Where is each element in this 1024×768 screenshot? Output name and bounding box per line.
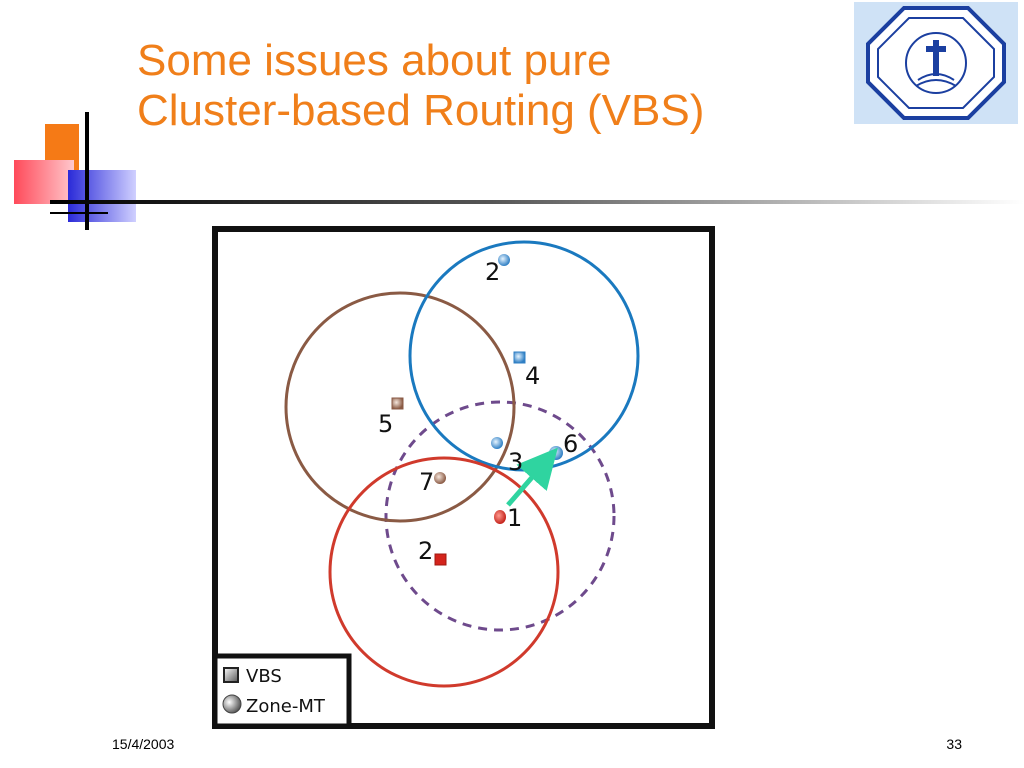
deco-pink-square: [14, 160, 74, 204]
label-node-2-top: 2: [485, 258, 500, 286]
diagram-frame: [212, 226, 715, 729]
label-node-5: 5: [378, 410, 393, 438]
label-node-2-bottom: 2: [418, 537, 433, 565]
legend-vbs-swatch: [223, 667, 239, 683]
slide-title: Some issues about pure Cluster-based Rou…: [137, 36, 704, 136]
forwarding-arrow: [506, 447, 558, 507]
label-node-7: 7: [419, 468, 434, 496]
node-2-bottom-vbs: [434, 553, 447, 566]
slide-title-line-1: Some issues about pure: [137, 36, 612, 85]
node-3: [491, 437, 503, 449]
node-2-top: [498, 254, 510, 266]
node-7: [434, 472, 446, 484]
label-node-3: 3: [508, 448, 523, 476]
deco-blue-square: [68, 170, 136, 222]
university-logo: [854, 2, 1018, 124]
legend-zone-mt-swatch: [222, 694, 242, 714]
label-node-4: 4: [525, 362, 540, 390]
footer-date: 15/4/2003: [112, 736, 175, 752]
vbs-cluster-diagram: 2 4 5 6 3 7 1 2 VBS Zone-MT: [212, 226, 715, 729]
deco-short-line: [50, 212, 108, 214]
label-node-1: 1: [507, 504, 522, 532]
red-cluster-circle: [328, 456, 560, 688]
node-5-vbs: [391, 397, 404, 410]
footer-page-number: 33: [946, 736, 962, 752]
title-underline: [50, 200, 1024, 204]
brown-cluster-circle: [284, 291, 516, 523]
label-node-6: 6: [563, 430, 578, 458]
dashed-range-circle: [384, 400, 616, 632]
node-1: [494, 510, 506, 524]
legend: VBS Zone-MT: [212, 653, 352, 729]
node-4-vbs: [513, 351, 526, 364]
slide-title-line-2: Cluster-based Routing (VBS): [137, 86, 705, 135]
deco-vertical-line: [85, 112, 89, 230]
node-6: [549, 446, 563, 460]
legend-zone-mt-label: Zone-MT: [246, 696, 326, 717]
legend-vbs-label: VBS: [246, 666, 282, 687]
